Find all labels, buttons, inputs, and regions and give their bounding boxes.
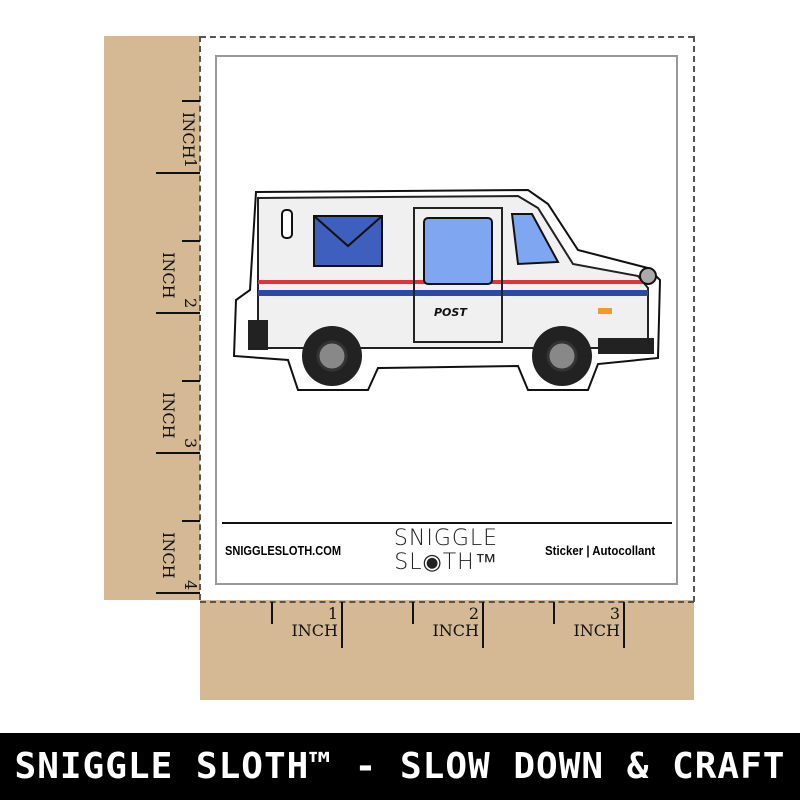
ruler-tick [182,100,200,102]
ruler-tick [156,172,200,174]
ruler-tick [412,602,414,624]
blue-stripe [258,290,648,296]
ruler-tick [341,602,343,648]
card-divider [222,522,672,524]
ruler-number: 1 [181,158,200,169]
marker-light [598,308,612,314]
cut-line-top [200,36,694,38]
ruler-tick [182,380,200,382]
website-link[interactable]: SNIGGLESLOTH.COM [225,543,342,558]
ruler-label: INCH [159,252,178,299]
ruler-number: 4 [181,580,200,591]
post-label: POST [434,306,468,319]
rear-window [281,209,293,239]
ruler-tick [156,452,200,454]
ruler-tick [182,520,200,522]
envelope-icon [313,215,383,267]
windshield [510,213,560,266]
sliding-door [413,207,503,343]
bottom-ruler [200,600,694,700]
product-type: Sticker | Autocollant [545,543,656,558]
front-bumper [598,338,654,354]
ruler-tick [156,592,200,594]
ruler-tick [156,312,200,314]
door-window [423,217,493,285]
ruler-tick [271,602,273,624]
brand-banner: SNIGGLE SLOTH™ - SLOW DOWN & CRAFT [0,733,800,800]
side-mirror [639,267,657,285]
ruler-label: INCH [159,392,178,439]
rear-bumper [248,320,268,350]
left-ruler [104,36,200,600]
ruler-tick [623,602,625,648]
ruler-label: INCH [159,532,178,579]
ruler-label: INCH [179,112,198,159]
ruler-number: 2 [181,298,200,309]
ruler-tick [553,602,555,624]
ruler-number: 3 [181,438,200,449]
ruler-tick [182,240,200,242]
mail-truck-sticker: POST [232,188,662,391]
cut-line-right [693,36,695,602]
cut-line-left [199,36,201,600]
ruler-tick [482,602,484,648]
cut-line-bottom [200,601,694,603]
